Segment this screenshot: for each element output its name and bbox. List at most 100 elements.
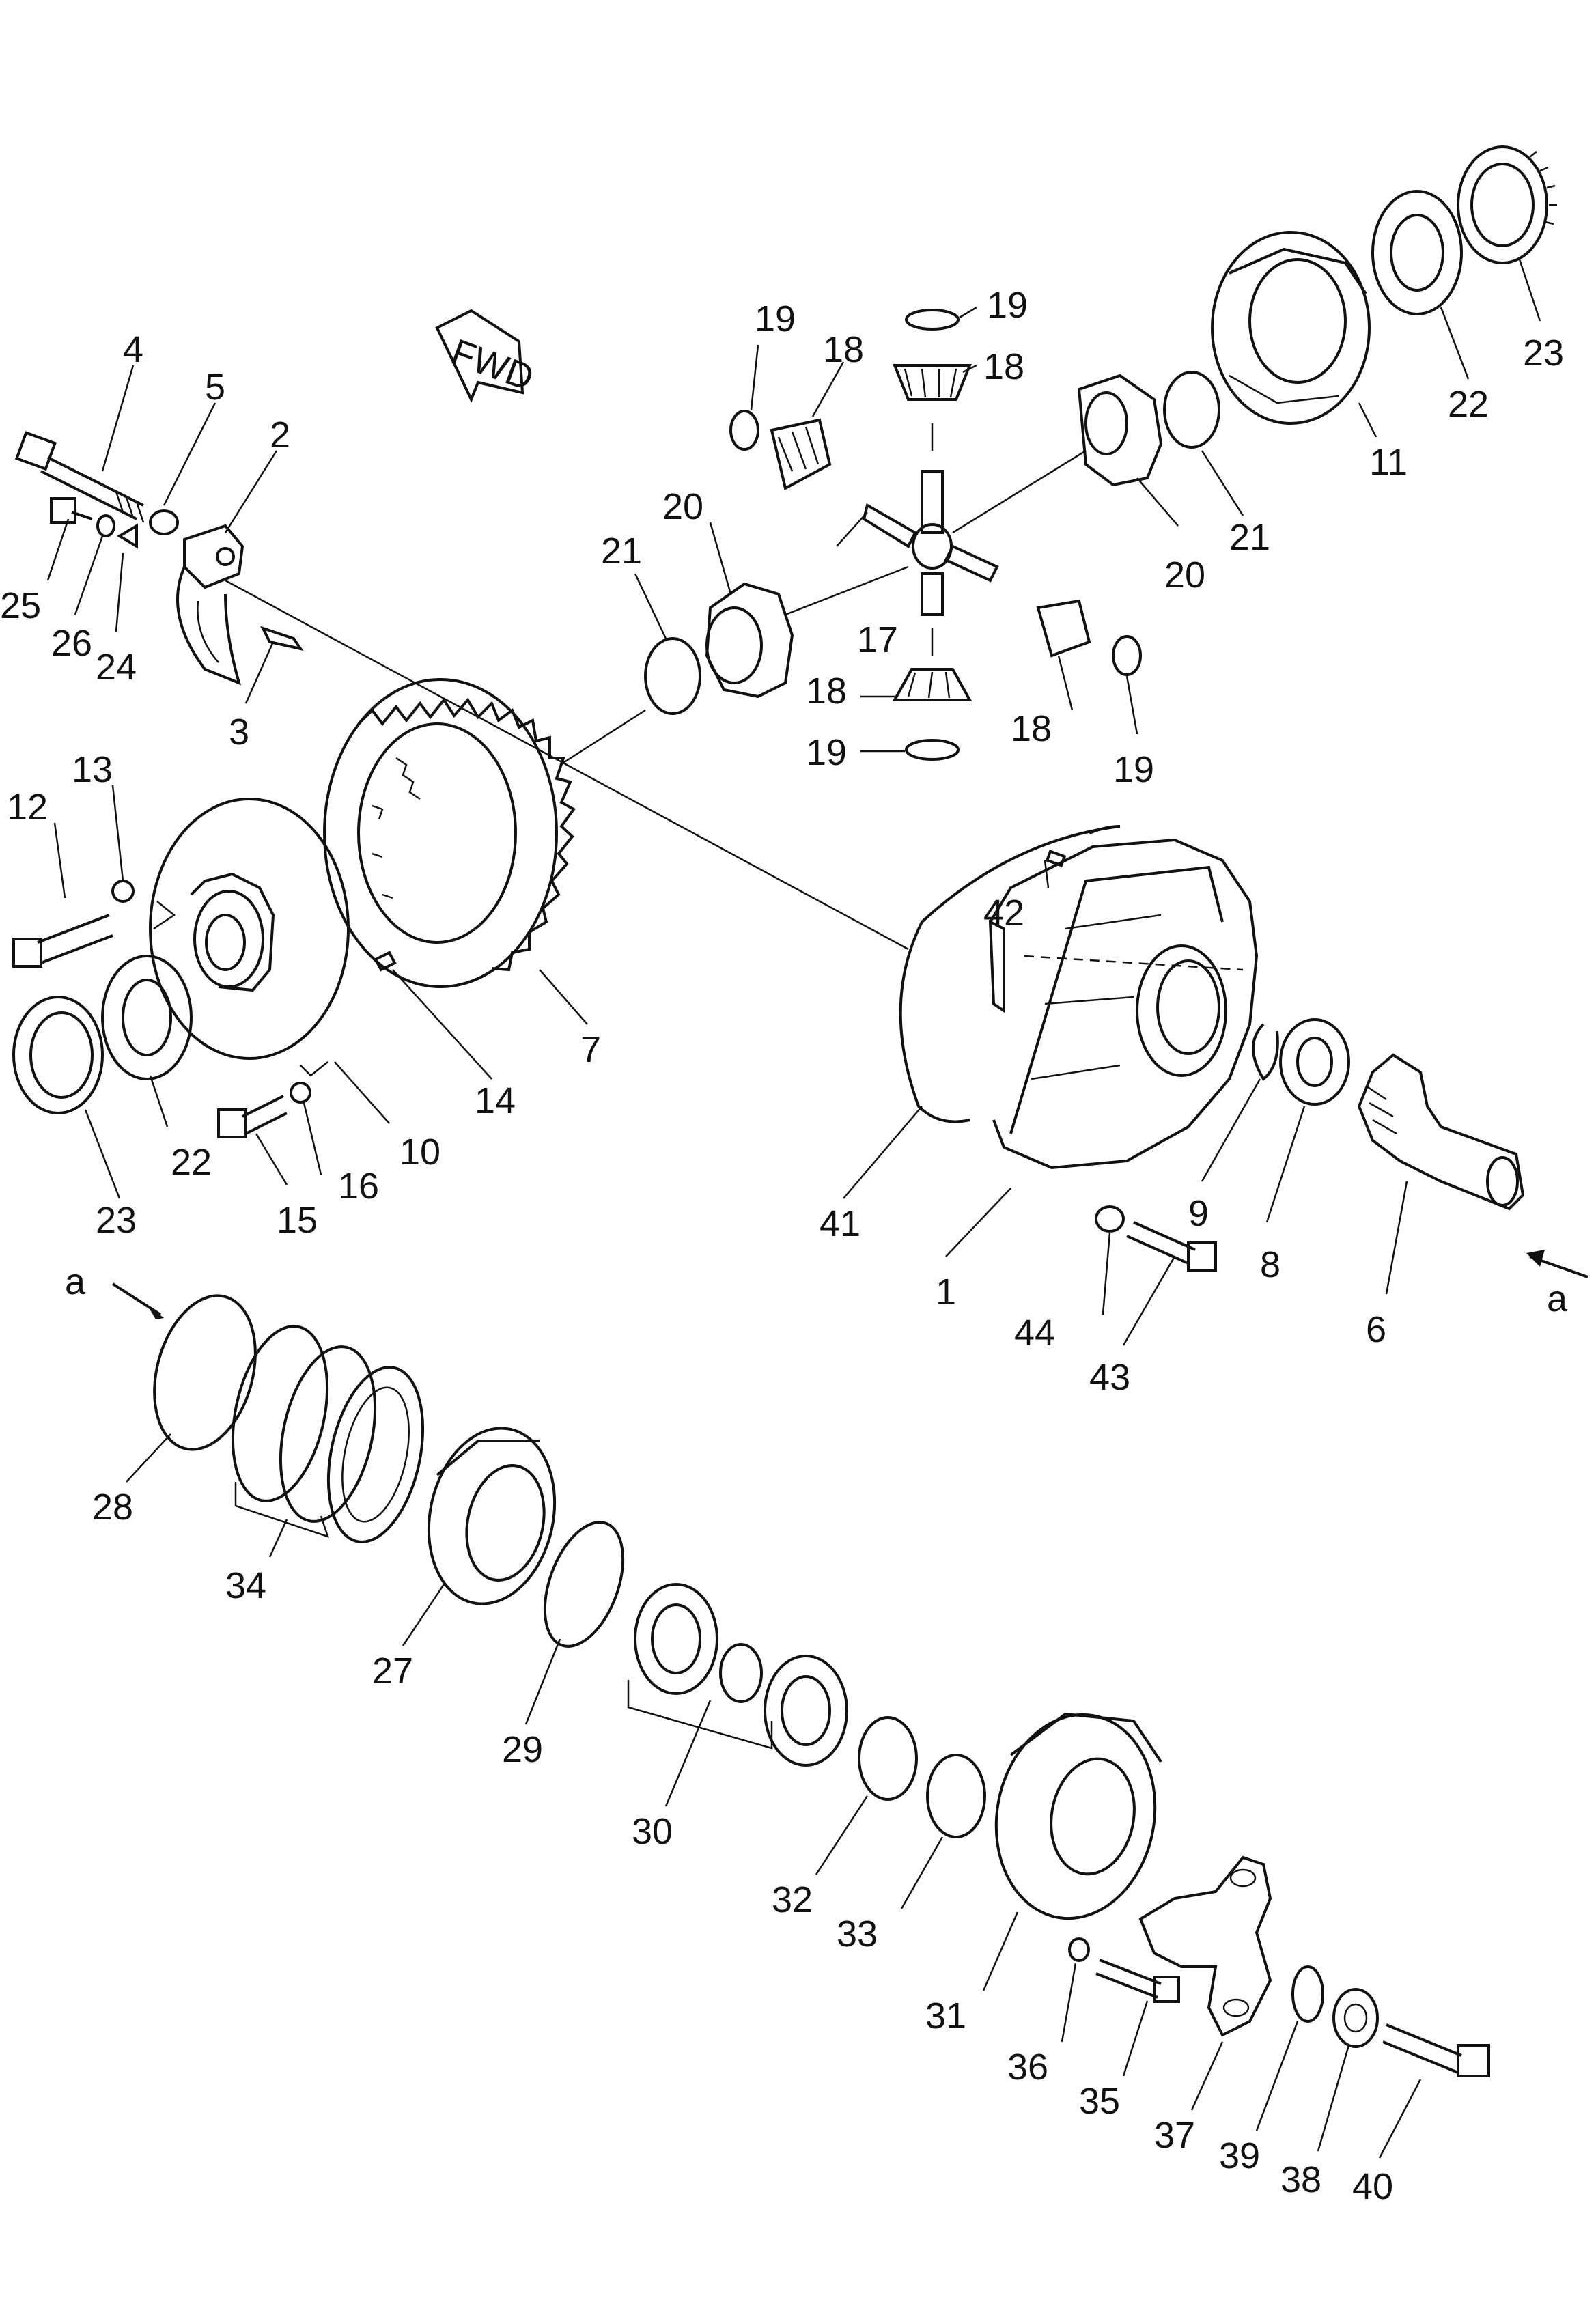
washer-19-bottom — [905, 739, 960, 761]
label-16: 16 — [338, 1166, 379, 1207]
washer-16 — [290, 1082, 311, 1104]
bolt-15 — [217, 1095, 288, 1138]
side-gear-20-right — [1077, 374, 1163, 487]
ring-nut-23-right — [1457, 145, 1557, 264]
label-28: 28 — [92, 1487, 133, 1528]
washer-19-right — [1112, 635, 1142, 676]
label-18-right: 18 — [1011, 708, 1052, 749]
label-7: 7 — [580, 1029, 601, 1070]
diff-case-10 — [149, 798, 350, 1060]
washer-36 — [1068, 1937, 1090, 1962]
pinion-18-right — [1036, 599, 1091, 658]
connector-a-right: a — [1547, 1278, 1568, 1319]
washer-26 — [96, 514, 115, 537]
pin-42 — [1045, 850, 1067, 867]
bearing-8 — [1279, 1018, 1350, 1106]
washer-19-left — [729, 410, 759, 451]
spider-17 — [862, 470, 999, 616]
bolt-4 — [14, 431, 145, 523]
label-42: 42 — [983, 893, 1024, 934]
label-39: 39 — [1219, 2135, 1260, 2176]
bearing-22-right — [1371, 190, 1463, 315]
label-38: 38 — [1280, 2159, 1321, 2200]
washer-19-top — [905, 309, 960, 331]
retainer-27 — [427, 1427, 557, 1605]
bolt-25 — [50, 497, 93, 524]
label-19-top: 19 — [987, 285, 1028, 326]
ring-nut-23-left — [12, 996, 104, 1114]
pinion-18-top — [893, 364, 972, 401]
washer-38 — [1332, 1988, 1379, 2048]
bolt-43 — [1126, 1221, 1217, 1272]
o-ring-41-end — [1089, 825, 1121, 834]
bearing-22-left — [101, 955, 193, 1080]
bracket-2 — [176, 524, 244, 686]
label-10: 10 — [400, 1132, 440, 1173]
bearing-30 — [634, 1583, 848, 1767]
seal-33 — [926, 1754, 986, 1838]
label-40: 40 — [1352, 2166, 1393, 2207]
shims-34 — [231, 1325, 425, 1543]
label-37: 37 — [1154, 2115, 1195, 2156]
o-ring-41 — [899, 825, 1121, 1123]
side-gear-20-left — [705, 582, 794, 699]
label-43: 43 — [1089, 1357, 1130, 1398]
leaders-top-left — [46, 365, 278, 704]
label-6: 6 — [1366, 1309, 1386, 1350]
label-18-left: 18 — [823, 329, 864, 370]
label-27: 27 — [372, 1651, 413, 1692]
seal-32 — [858, 1716, 918, 1801]
snap-ring-9 — [1252, 1023, 1279, 1081]
label-22-right: 22 — [1448, 384, 1489, 425]
case-half-11 — [1211, 231, 1371, 425]
label-24: 24 — [96, 647, 137, 688]
bolt-35 — [1095, 1959, 1180, 2003]
label-2: 2 — [270, 415, 290, 455]
label-20-right: 20 — [1164, 555, 1205, 595]
label-31: 31 — [925, 1995, 966, 2036]
label-12: 12 — [7, 787, 48, 828]
washer-44 — [1095, 1205, 1125, 1233]
lock-plate-24 — [117, 523, 138, 549]
label-8: 8 — [1260, 1244, 1280, 1285]
label-4: 4 — [123, 329, 143, 370]
label-41: 41 — [820, 1203, 860, 1244]
label-1: 1 — [936, 1272, 956, 1313]
label-23-left: 23 — [96, 1200, 137, 1241]
label-44: 44 — [1014, 1313, 1055, 1353]
pin-14 — [374, 951, 397, 972]
leaders-top-right — [1358, 259, 1541, 438]
label-35: 35 — [1079, 2081, 1120, 2122]
pinion-18-bottom — [892, 668, 972, 701]
o-ring-39 — [1291, 1965, 1324, 2023]
label-23-right: 23 — [1523, 333, 1564, 374]
pin-3 — [260, 626, 304, 651]
label-33: 33 — [837, 1913, 878, 1954]
label-5: 5 — [205, 367, 225, 408]
label-30: 30 — [632, 1811, 673, 1852]
leaders-spider — [559, 306, 1244, 766]
thrust-washer-21-right — [1163, 371, 1220, 449]
label-13: 13 — [72, 749, 113, 790]
thrust-washer-21-left — [644, 637, 701, 715]
ring-gear-7 — [323, 678, 576, 988]
yoke-37 — [1138, 1855, 1272, 2037]
pinion-18-left — [770, 418, 832, 490]
bolt-12 — [12, 914, 113, 968]
label-9: 9 — [1188, 1193, 1209, 1234]
housing-1 — [988, 838, 1259, 1170]
leaders-left-middle — [53, 785, 588, 1199]
label-25: 25 — [0, 585, 41, 626]
o-ring-28 — [153, 1294, 257, 1451]
label-14: 14 — [475, 1080, 516, 1121]
washer-5 — [149, 509, 179, 535]
label-19-left: 19 — [755, 298, 796, 339]
bolt-40 — [1382, 2023, 1490, 2077]
connector-a-left: a — [65, 1261, 86, 1302]
label-36: 36 — [1007, 2047, 1048, 2088]
label-29: 29 — [502, 1729, 543, 1770]
assembly-axis-line — [225, 579, 909, 951]
label-17: 17 — [857, 619, 898, 660]
